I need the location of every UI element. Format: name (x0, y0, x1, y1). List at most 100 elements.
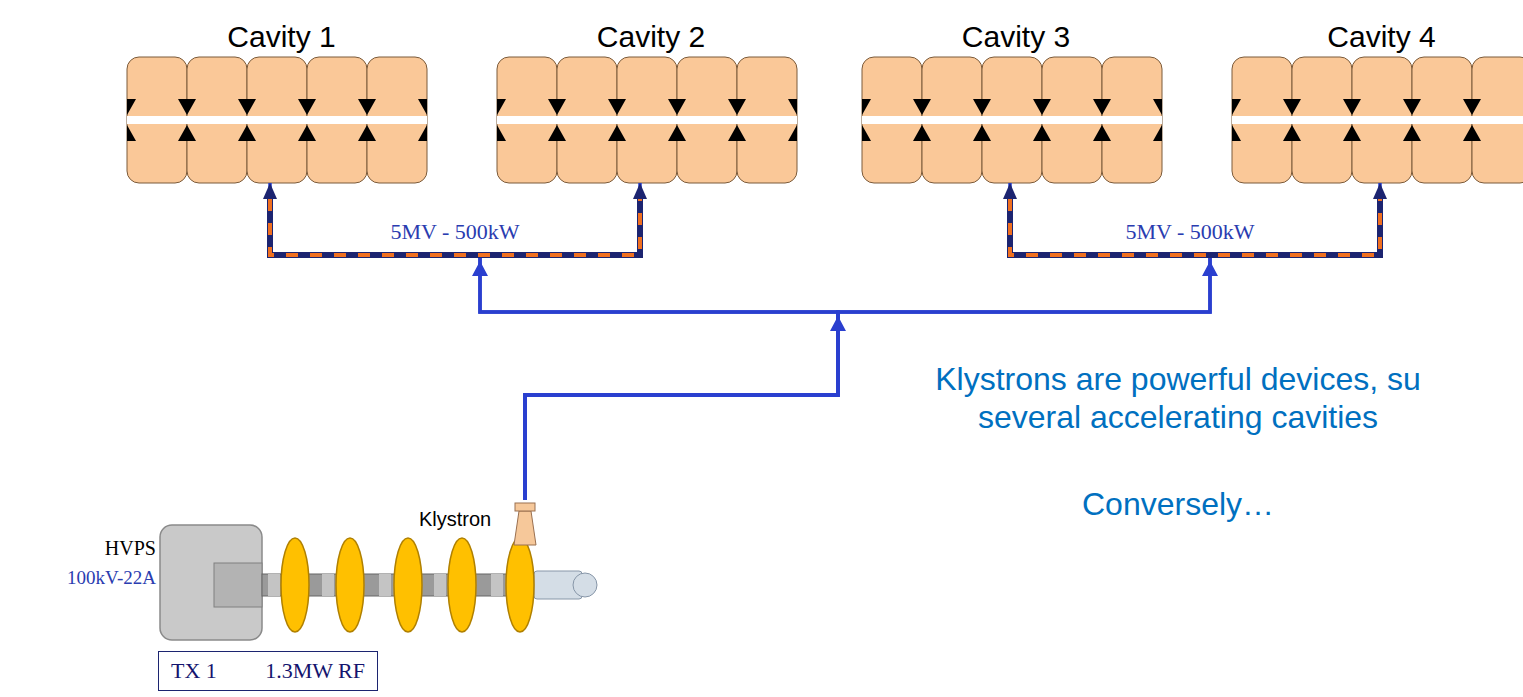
iris (238, 125, 256, 141)
cavity-drawing (862, 57, 1162, 183)
iris (1463, 125, 1481, 141)
splitter-arrow (472, 261, 488, 276)
waveguide-branch (270, 199, 640, 255)
klystron-label: Klystron (419, 508, 491, 531)
cavity-box: Cavity 4 (1232, 10, 1523, 183)
iris (178, 125, 196, 141)
waveguide (270, 183, 838, 500)
iris (298, 125, 316, 141)
iris (548, 99, 566, 115)
cavity-box: Cavity 3 (862, 10, 1170, 183)
power-rating: 5MV - 500kW (1125, 219, 1254, 245)
iris (548, 125, 566, 141)
iris (862, 99, 871, 115)
tube-band (491, 574, 503, 596)
iris (668, 99, 686, 115)
iris (973, 99, 991, 115)
cavity-drawings (127, 57, 1523, 183)
klystron: Klystron (262, 500, 600, 640)
waveguide-dash (1010, 199, 1380, 255)
iris (862, 125, 871, 141)
splitter-arrow (1202, 261, 1218, 276)
iris (497, 99, 506, 115)
waveguide-dash (270, 199, 640, 255)
iris (358, 99, 376, 115)
iris (913, 125, 931, 141)
iris (298, 99, 316, 115)
beam-pipe (127, 116, 427, 124)
iris (418, 125, 427, 141)
iris (1093, 99, 1111, 115)
output-flange (515, 503, 535, 511)
beam-pipe (1232, 116, 1523, 124)
supply-name: HVPS (58, 533, 156, 563)
iris (1283, 99, 1301, 115)
klystron-cavity (336, 538, 364, 632)
note-text: Klystrons are powerful devices, su sever… (908, 360, 1448, 436)
cavity-box: Cavity 1 (127, 10, 436, 183)
iris (728, 125, 746, 141)
iris (1283, 125, 1301, 141)
beam-pipe (497, 116, 797, 124)
output-coupler (514, 511, 536, 545)
waveguide (525, 183, 1380, 500)
transmitter-id: TX 1 (171, 658, 217, 684)
iris (913, 99, 931, 115)
cavity-drawing (497, 57, 797, 183)
iris (1153, 125, 1162, 141)
iris (1033, 99, 1051, 115)
iris (1403, 125, 1421, 141)
cavity-drawing (127, 57, 427, 183)
tube-band (268, 574, 280, 596)
transmitter-power: 1.3MW RF (265, 658, 365, 684)
iris (497, 125, 506, 141)
klystron-cavity (448, 538, 476, 632)
iris (178, 99, 196, 115)
iris (238, 99, 256, 115)
iris (1403, 99, 1421, 115)
splitter-arrow (830, 316, 846, 331)
iris (358, 125, 376, 141)
waveguide (480, 183, 838, 500)
iris (1232, 99, 1241, 115)
power-supply-port (214, 563, 262, 607)
iris (1343, 99, 1361, 115)
iris (728, 99, 746, 115)
cavity-drawing (1232, 57, 1523, 183)
iris (1232, 125, 1241, 141)
iris (788, 125, 797, 141)
power-supply-body (160, 525, 262, 640)
klystron-cavity (394, 538, 422, 632)
iris (608, 99, 626, 115)
beam-pipe (862, 116, 1162, 124)
iris (1343, 125, 1361, 141)
cavity-label: Cavity 1 (127, 10, 436, 54)
supply-rating: 100kV-22A (58, 563, 156, 593)
iris (1153, 99, 1162, 115)
collector-cap (573, 573, 597, 597)
tube-band (322, 574, 334, 596)
cavity-label: Cavity 3 (862, 10, 1170, 54)
klystron-cavity (506, 538, 534, 632)
tube-band (379, 574, 391, 596)
cavity-label: Cavity 2 (497, 10, 805, 54)
power-rating: 5MV - 500kW (390, 219, 519, 245)
iris (127, 99, 136, 115)
klystron-drawing (160, 503, 597, 640)
klystron-cavity (281, 538, 309, 632)
iris (608, 125, 626, 141)
transmitter-box: TX 1 1.3MW RF (158, 651, 378, 691)
note-text: Conversely… (1082, 486, 1274, 523)
iris (1093, 125, 1111, 141)
iris (418, 99, 427, 115)
cavity-label: Cavity 4 (1232, 10, 1523, 54)
iris (788, 99, 797, 115)
power-supply: HVPS100kV-22A (58, 525, 262, 640)
waveguide-branch (1010, 199, 1380, 255)
iris (1463, 99, 1481, 115)
